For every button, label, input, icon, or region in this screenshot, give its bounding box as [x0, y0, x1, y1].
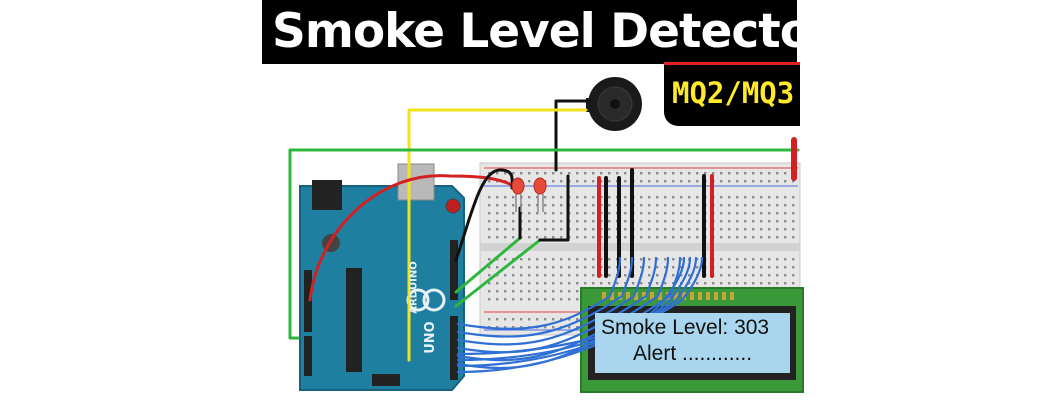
wire-buzzer-signal — [407, 108, 588, 254]
sensor-tag-accent — [664, 62, 800, 65]
arduino-board — [299, 163, 465, 391]
sensor-model-label: MQ2/MQ3 — [672, 76, 795, 110]
led-second — [533, 177, 547, 212]
arduino-brand-label: ARDUINO — [408, 261, 420, 314]
buzzer — [586, 77, 642, 131]
wire-ground — [454, 168, 514, 262]
digital-header-low — [450, 316, 458, 380]
power-header — [304, 270, 312, 332]
wire-led-red — [454, 236, 522, 294]
arduino-model-label: UNO — [422, 321, 438, 354]
wire-sensor-analog — [288, 148, 800, 340]
led-red — [511, 177, 525, 212]
digital-header-high — [450, 240, 458, 300]
analog-header — [304, 336, 312, 376]
page-title: Smoke Level Detector wit — [272, 4, 797, 59]
reset-button — [445, 198, 461, 214]
wire-5v — [308, 174, 522, 302]
lcd-line-1: Smoke Level: 303 — [601, 316, 770, 339]
power-jack — [312, 180, 342, 210]
lcd-line-2: Alert ............ — [633, 342, 753, 365]
atmega-chip — [346, 268, 362, 372]
sensor-tag: MQ2/MQ3 — [664, 62, 800, 126]
title-banner: Smoke Level Detector wit — [262, 0, 797, 64]
lcd-screen: Smoke Level: 303 Alert ............ — [595, 313, 790, 373]
icsp-header — [372, 374, 400, 386]
wire-buzzer-ground — [554, 99, 588, 172]
wire-led-green — [454, 238, 542, 308]
